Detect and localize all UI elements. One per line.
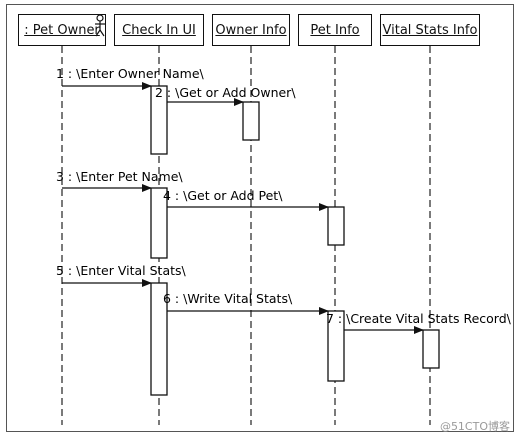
lifeline-label-owner-info: Owner Info [215,22,287,38]
message-label-7: 7 : \Create Vital Stats Record\ [326,311,512,326]
lifeline-label-pet-owner: : Pet Owner [24,22,100,38]
lifeline-header-vital-stats-info: Vital Stats Info [380,14,480,46]
diagram-frame [6,4,514,432]
activation-vital-stats-info [422,329,440,369]
lifeline-header-pet-info: Pet Info [298,14,372,46]
message-label-6: 6 : \Write Vital Stats\ [163,291,293,306]
message-label-5: 5 : \Enter Vital Stats\ [56,263,187,278]
message-label-4: 4 : \Get or Add Pet\ [163,188,283,203]
message-label-3: 3 : \Enter Pet Name\ [56,169,183,184]
activation-check-in-ui-3 [150,282,168,396]
lifeline-header-owner-info: Owner Info [212,14,290,46]
actor-icon [95,14,105,37]
activation-pet-info-2 [327,310,345,382]
activation-check-in-ui-1 [150,85,168,155]
lifeline-label-vital-stats-info: Vital Stats Info [382,22,478,38]
lifeline-label-pet-info: Pet Info [310,22,360,38]
activation-owner-info [242,101,260,141]
lifeline-label-check-in-ui: Check In UI [122,22,196,38]
lifeline-header-check-in-ui: Check In UI [114,14,204,46]
activation-check-in-ui-2 [150,187,168,259]
watermark: @51CTO博客 [439,420,510,433]
lifeline-header-pet-owner: : Pet Owner [18,14,106,46]
activation-pet-info-1 [327,206,345,246]
message-label-2: 2 : \Get or Add Owner\ [155,85,296,100]
message-label-1: 1 : \Enter Owner Name\ [56,66,205,81]
